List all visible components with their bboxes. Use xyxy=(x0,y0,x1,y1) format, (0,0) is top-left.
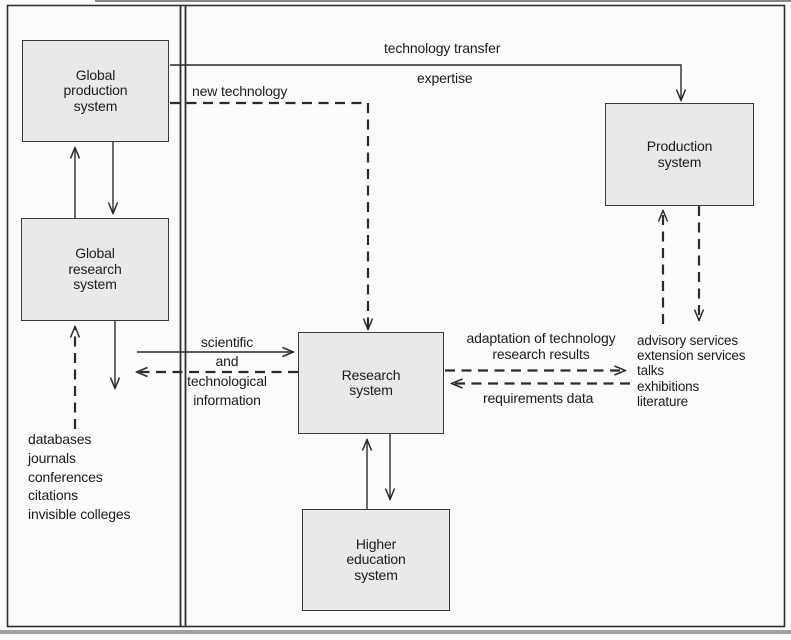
scan-edge-bottom xyxy=(0,630,791,634)
flow-technology-transfer xyxy=(170,64,681,100)
label-adaptation-of-technology: adaptation of technology research result… xyxy=(466,330,616,362)
label-requirements-data: requirements data xyxy=(483,390,594,406)
label-technology-transfer: technology transfer xyxy=(384,40,501,56)
list-dissemination-channels: advisory services extension services tal… xyxy=(637,333,746,409)
box-global-research-system: Global research system xyxy=(21,218,169,321)
list-global-information-channels: databases journals conferences citations… xyxy=(28,431,131,523)
flow-new-technology xyxy=(170,101,368,329)
box-research-system: Research system xyxy=(298,332,444,434)
label-new-technology: new technology xyxy=(192,83,288,99)
label-expertise: expertise xyxy=(417,70,473,86)
box-production-system: Production system xyxy=(605,103,754,206)
label-scientific-technological-information: scientific and technological information xyxy=(187,334,267,409)
box-global-production-system: Global production system xyxy=(22,40,169,142)
diagram-frame xyxy=(6,4,786,628)
box-higher-education-system: Higher education system xyxy=(302,509,450,611)
scan-edge-top xyxy=(95,0,791,2)
